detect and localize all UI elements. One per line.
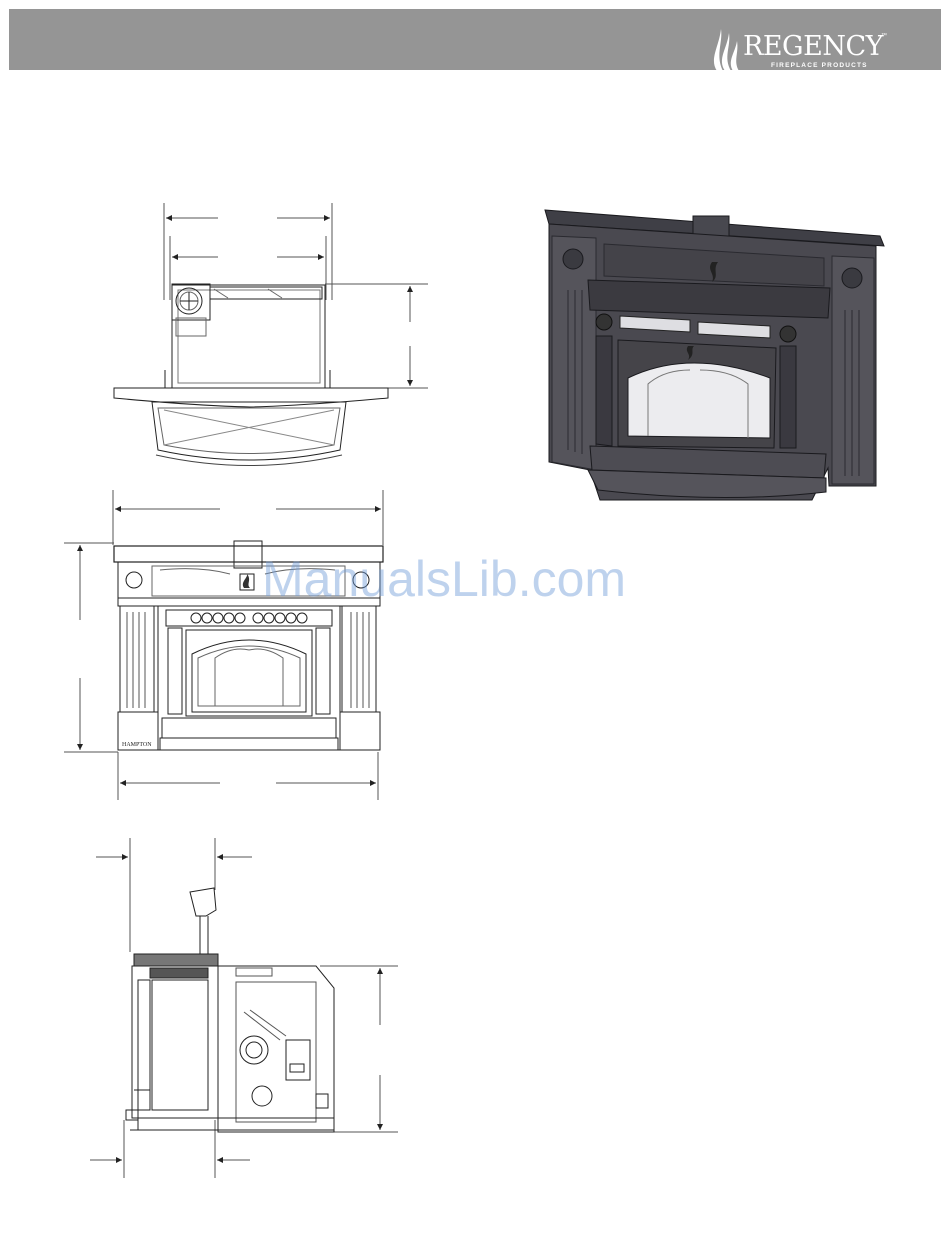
perspective-view-drawing bbox=[545, 210, 884, 500]
watermark-text: ManualsLib.com bbox=[262, 550, 626, 608]
front-view-drawing: HAMPTON bbox=[64, 490, 383, 800]
side-view-drawing bbox=[90, 838, 398, 1178]
model-label: HAMPTON bbox=[122, 742, 152, 748]
top-view-drawing bbox=[114, 203, 428, 466]
